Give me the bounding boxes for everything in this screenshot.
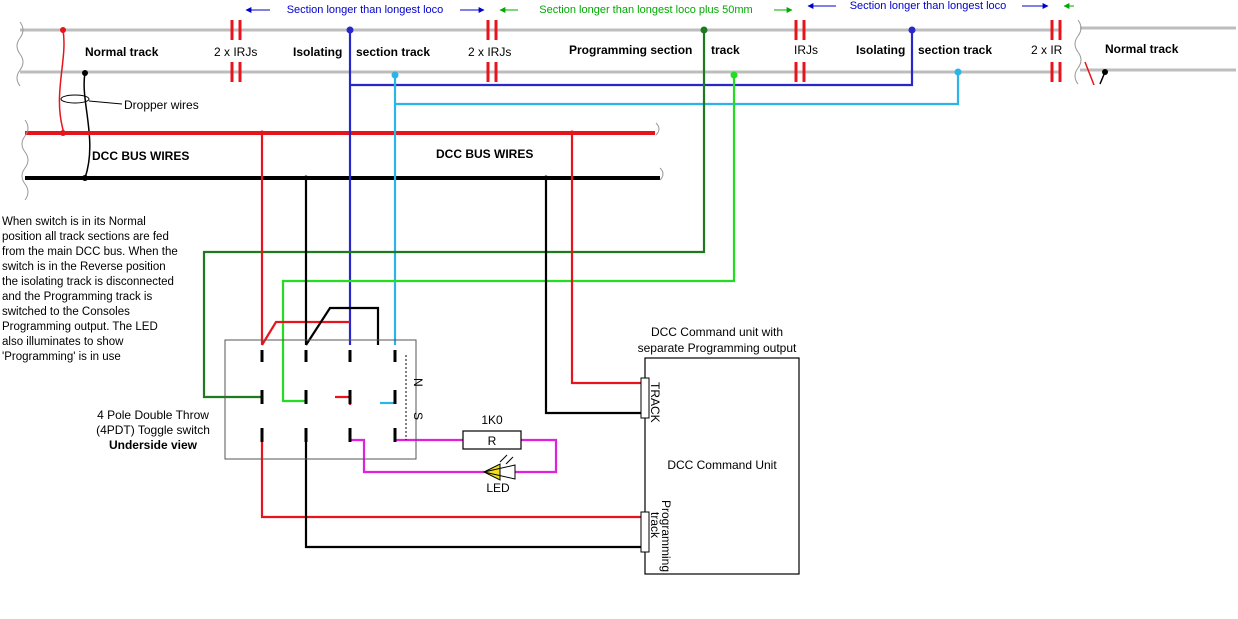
switch-pins: [260, 350, 397, 442]
label-programming-b: track: [711, 43, 740, 57]
command-unit-header-2: separate Programming output: [638, 341, 797, 355]
prog-port-label-2: track: [648, 512, 662, 539]
switch-pos-n: N: [411, 378, 425, 387]
dim-label-left: Section longer than longest loco: [287, 4, 444, 16]
switch-label-2: (4PDT) Toggle switch: [96, 423, 210, 437]
track-port: [640, 377, 650, 419]
dim-label-middle: Section longer than longest loco plus 50…: [539, 4, 752, 16]
label-irj-4: 2 x IR: [1031, 43, 1063, 57]
rail-break-marks: [16, 19, 1082, 87]
label-programming-a: Programming section: [569, 43, 692, 57]
dropper-wires-right: [1084, 61, 1106, 86]
led-icon: [482, 454, 516, 481]
label-isolating-2b: section track: [918, 43, 992, 57]
command-unit-title: DCC Command Unit: [667, 458, 777, 472]
switch-pos-s: S: [411, 412, 425, 420]
switch-explanation-note: When switch is in its Normal position al…: [2, 216, 178, 363]
track-port-label: TRACK: [648, 382, 662, 423]
label-irj-3: IRJs: [794, 43, 818, 57]
label-normal-track-right: Normal track: [1105, 42, 1179, 56]
resistor: [462, 430, 522, 450]
label-bus-left: DCC BUS WIRES: [92, 149, 189, 163]
label-isolating-2a: Isolating: [856, 43, 905, 57]
dcc-bus: [21, 119, 664, 201]
switch-label-1: 4 Pole Double Throw: [97, 408, 209, 422]
resistor-label: R: [488, 434, 497, 448]
switch-label-3: Underside view: [109, 438, 198, 452]
command-unit-header-1: DCC Command unit with: [651, 325, 783, 339]
label-bus-right: DCC BUS WIRES: [436, 147, 533, 161]
label-irj-1: 2 x IRJs: [214, 45, 257, 59]
connection-dots: [60, 26, 962, 181]
label-isolating-1a: Isolating: [293, 45, 342, 59]
programming-port: [640, 511, 650, 553]
dropper-wires-left: [58, 29, 123, 179]
label-dropper-wires: Dropper wires: [124, 98, 199, 112]
irj-marks: [230, 20, 1062, 82]
label-irj-2: 2 x IRJs: [468, 45, 511, 59]
resistor-value: 1K0: [481, 413, 503, 427]
label-normal-track-left: Normal track: [85, 45, 159, 59]
dim-label-right: Section longer than longest loco: [850, 0, 1007, 12]
led-label: LED: [486, 481, 510, 495]
toggle-switch-body: [224, 339, 417, 460]
feed-wires: [202, 30, 960, 549]
command-unit-box: [644, 357, 800, 575]
label-isolating-1b: section track: [356, 45, 430, 59]
prog-port-label-1: Programming: [659, 500, 673, 572]
